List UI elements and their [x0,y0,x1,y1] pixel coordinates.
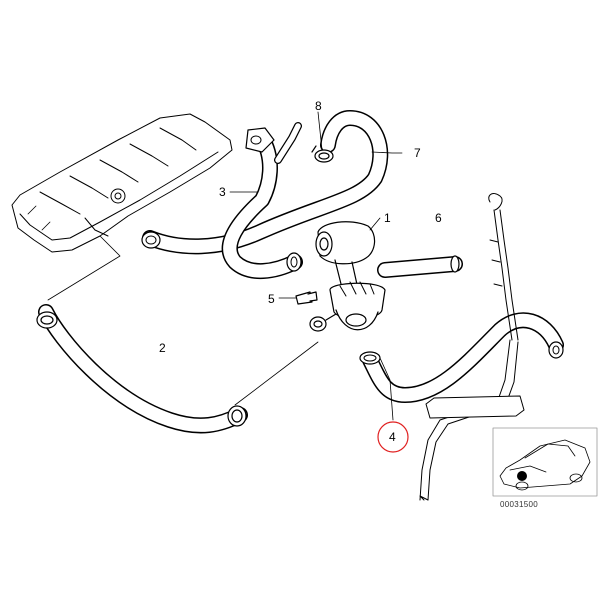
connector [309,313,337,332]
location-marker [517,471,527,481]
pipe-6 [377,255,463,278]
callout-3: 3 [219,185,226,199]
diagram-id: 00031500 [500,500,538,509]
callout-6: 6 [435,211,442,225]
hose-3 [221,122,303,280]
leader-lines [229,111,403,421]
hose-4 [359,312,564,403]
hose-2 [36,304,248,434]
callout-7: 7 [414,146,421,160]
clamp-8 [311,145,334,163]
callout-4: 4 [389,430,396,444]
hose-7 [141,110,389,255]
valve-cover [11,113,233,301]
car-inset [492,427,598,497]
callout-5: 5 [268,292,275,306]
valve-1 [315,221,386,331]
callout-8: 8 [315,99,322,113]
callout-1: 1 [384,211,391,225]
callout-2: 2 [159,341,166,355]
screw-5 [295,291,318,305]
dipstick-tube [419,193,525,501]
highlight-circle [377,421,409,453]
